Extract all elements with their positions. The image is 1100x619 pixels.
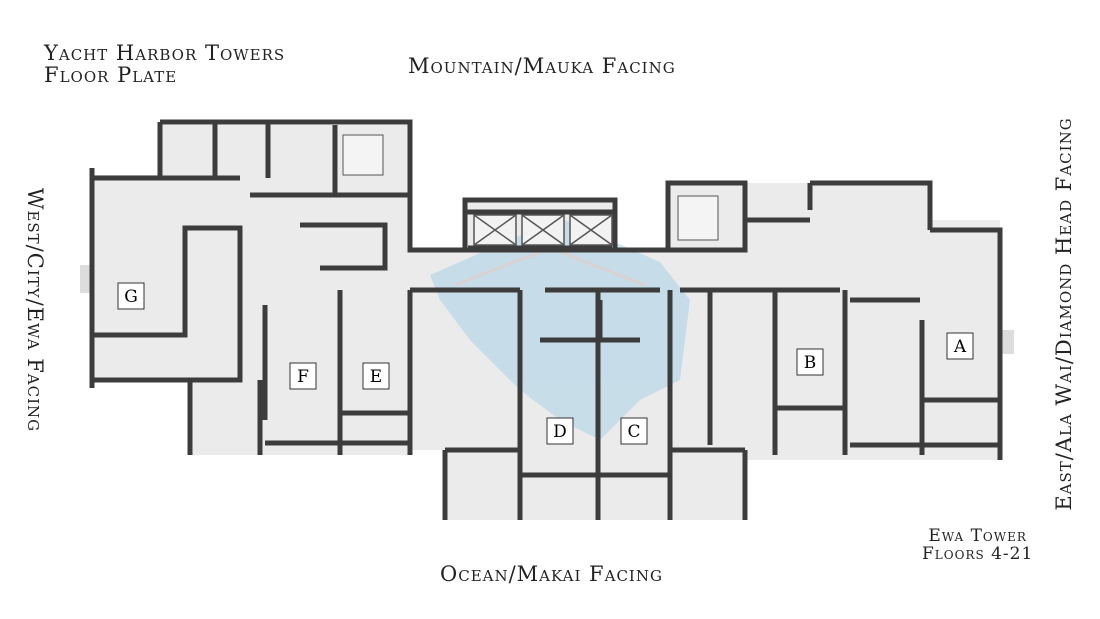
unit-label: E	[370, 367, 382, 387]
facing-top-label: Mountain/Mauka Facing	[408, 54, 676, 78]
unit-C[interactable]: C	[620, 417, 648, 445]
unit-B[interactable]: B	[796, 348, 824, 376]
unit-label: D	[553, 422, 567, 442]
unit-label: B	[804, 353, 817, 373]
unit-E[interactable]: E	[362, 362, 390, 390]
facing-bottom-label: Ocean/Makai Facing	[440, 562, 663, 586]
title-line-1: Yacht Harbor Towers	[44, 41, 286, 65]
tower-info: Ewa Tower Floors 4-21	[922, 526, 1034, 564]
unit-label: G	[124, 287, 138, 307]
elevators	[473, 214, 613, 246]
unit-A[interactable]: A	[946, 332, 974, 360]
unit-G[interactable]: G	[117, 282, 145, 310]
walls	[89, 119, 1003, 520]
tower-floors: Floors 4-21	[922, 543, 1034, 564]
stairs	[342, 134, 719, 241]
unit-label: F	[297, 367, 309, 387]
tower-name: Ewa Tower	[928, 526, 1027, 546]
unit-label: A	[953, 337, 967, 357]
plan-title: Yacht Harbor Towers Floor Plate	[44, 42, 285, 86]
unit-F[interactable]: F	[289, 362, 317, 390]
unit-labels: G F E D C B A	[117, 282, 974, 445]
title-line-2: Floor Plate	[44, 63, 178, 88]
unit-D[interactable]: D	[546, 417, 574, 445]
unit-label: C	[627, 422, 640, 442]
